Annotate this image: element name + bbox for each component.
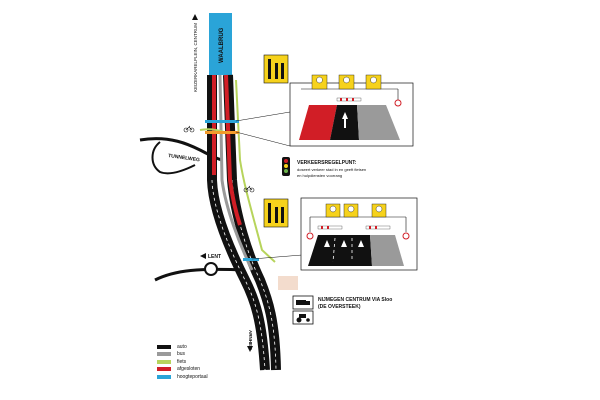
traffic-light-icon bbox=[282, 157, 290, 176]
roundabout bbox=[204, 262, 218, 276]
inset-lane-bus bbox=[357, 105, 400, 140]
arrow-up-icon bbox=[341, 240, 347, 247]
legend-row: fiets bbox=[157, 358, 208, 366]
legend-row: auto bbox=[157, 343, 208, 351]
traffic-light-line2: en hulpdiensten voorrang bbox=[297, 173, 342, 178]
nijmegen-label-1: NIJMEGEN CENTRUM VIA Sloo bbox=[318, 297, 392, 303]
callout-line-2 bbox=[235, 131, 291, 147]
tunnelweg-label: TUNNELWEG bbox=[168, 153, 201, 163]
arnhem-label: ARNHEM bbox=[248, 330, 253, 350]
tractor-icon bbox=[292, 310, 314, 325]
arrow-up-icon bbox=[324, 240, 330, 247]
traffic-light-line1: doseert verkeer stad in en geeft fietsen bbox=[297, 167, 366, 172]
kiosk-direction: KEIZERKARELPLEIN, CENTRUM bbox=[192, 14, 198, 92]
waalbrug-bar bbox=[209, 13, 232, 75]
arrow-up-icon bbox=[358, 240, 364, 247]
legend-swatch bbox=[157, 374, 171, 379]
legend-row: afgesloten bbox=[157, 366, 208, 374]
lane-sign-icon bbox=[263, 54, 289, 84]
inset-lane-bus bbox=[370, 235, 404, 266]
legend: auto bus fiets afgesloten hoogteportaal bbox=[157, 343, 208, 381]
bicycle-icon bbox=[183, 125, 195, 133]
legend-swatch bbox=[157, 344, 171, 349]
lent-road bbox=[154, 267, 246, 282]
legend-row: bus bbox=[157, 351, 208, 359]
arrow-left-icon bbox=[200, 253, 206, 259]
truck-icon bbox=[292, 295, 314, 310]
legend-label: bus bbox=[177, 351, 186, 358]
legend-row: hoogteportaal bbox=[157, 373, 208, 381]
kiosk-direction-label: KEIZERKARELPLEIN, CENTRUM bbox=[193, 23, 198, 92]
legend-label: hoogteportaal bbox=[177, 373, 208, 380]
inset-lane-closed bbox=[299, 105, 337, 140]
traffic-light-title: VERKEERSREGELPUNT: bbox=[297, 160, 357, 166]
portal-sign bbox=[325, 203, 387, 218]
lane-sign-icon-2 bbox=[263, 198, 289, 228]
lower-inset bbox=[300, 197, 418, 271]
legend-swatch bbox=[157, 359, 171, 364]
waalbrug-label: WAALBRUG bbox=[219, 27, 225, 63]
legend-swatch bbox=[157, 367, 171, 372]
legend-label: fiets bbox=[177, 358, 187, 365]
arrow-down-icon bbox=[247, 346, 253, 352]
legend-label: auto bbox=[177, 343, 187, 350]
legend-label: afgesloten bbox=[177, 366, 201, 373]
callout-line bbox=[235, 111, 291, 122]
portal-sign bbox=[311, 74, 382, 90]
portal-marker bbox=[205, 131, 239, 134]
upper-inset bbox=[289, 74, 414, 147]
closed-lane-2 bbox=[224, 74, 242, 226]
bicycle-icon bbox=[243, 185, 255, 193]
callout-line-3 bbox=[251, 254, 303, 260]
nijmegen-label-2: (DE OVERSTEEK) bbox=[318, 304, 361, 310]
legend-swatch bbox=[157, 352, 171, 357]
height-portal bbox=[205, 120, 239, 123]
arrow-up-icon bbox=[342, 112, 348, 119]
height-portal-2 bbox=[243, 258, 259, 261]
bike-lane bbox=[235, 79, 276, 263]
arrow-up-icon bbox=[192, 14, 198, 20]
lent-label: LENT bbox=[208, 254, 221, 260]
tunnelweg-loop bbox=[151, 141, 196, 175]
note-box bbox=[278, 276, 298, 290]
inset-lane-open bbox=[308, 235, 372, 266]
